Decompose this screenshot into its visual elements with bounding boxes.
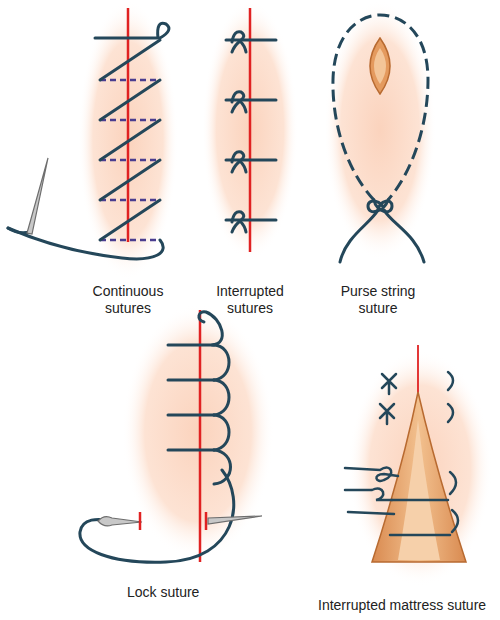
stitch — [168, 449, 214, 452]
needle — [27, 158, 48, 234]
stitch-bite — [450, 472, 456, 494]
under-stitch — [100, 199, 160, 202]
stitch — [390, 534, 450, 537]
knot — [232, 32, 246, 52]
caption-label: Interrupted sutures — [204, 283, 296, 317]
suture-thread — [100, 120, 160, 160]
wound-opening — [370, 38, 390, 94]
wound-opening — [372, 392, 466, 562]
incision-line — [199, 310, 202, 562]
under-stitch — [100, 79, 160, 82]
purse-string-suture — [324, 0, 436, 262]
caption-label: Purse string suture — [332, 283, 424, 317]
suture-thread — [100, 160, 160, 200]
suture-thread — [345, 468, 398, 481]
mattress-suture — [345, 345, 492, 586]
interrupted-suture — [202, 0, 298, 260]
purse-thread — [333, 15, 428, 200]
suture-thread — [384, 210, 424, 262]
under-stitch — [100, 80, 160, 240]
suture-thread — [340, 210, 378, 262]
lock-loop — [214, 345, 229, 380]
suture-thread — [100, 40, 160, 80]
knot — [382, 374, 396, 394]
skin-area — [348, 350, 492, 586]
under-stitch — [100, 119, 160, 122]
knot — [232, 152, 246, 172]
under-stitch — [100, 239, 160, 242]
caption-label: Interrupted mattress suture — [318, 597, 486, 614]
mattress-thread — [345, 372, 458, 535]
skin-area — [78, 0, 178, 280]
suture-thread — [80, 470, 234, 562]
skin-area — [202, 0, 298, 260]
stitch — [392, 499, 448, 502]
knot — [380, 404, 394, 424]
tissue-mark — [139, 512, 142, 530]
needle — [98, 517, 142, 526]
tissue-mark — [205, 512, 208, 530]
incision-line — [127, 8, 130, 242]
knot — [232, 92, 246, 112]
stitch — [226, 32, 276, 232]
suture-thread — [8, 23, 169, 259]
stitch-bite — [448, 372, 453, 390]
suture-thread — [100, 80, 160, 120]
incision-line — [417, 345, 419, 400]
needle — [208, 516, 262, 524]
suture-thread — [348, 512, 394, 514]
suture-thread — [100, 200, 160, 240]
suture-thread — [345, 489, 392, 500]
stitch-bite — [448, 404, 453, 422]
wound-opening — [398, 420, 440, 560]
stitch — [168, 414, 214, 417]
lock-loop — [214, 380, 229, 415]
under-stitch — [100, 159, 160, 162]
lock-thread — [80, 312, 234, 562]
stitch — [168, 379, 214, 382]
lock-loop — [214, 415, 229, 450]
wound-opening — [374, 48, 386, 84]
caption-label: Lock suture — [127, 584, 199, 601]
incision-line — [249, 8, 252, 252]
suture-thread — [199, 312, 222, 345]
caption-label: Continuous sutures — [82, 283, 174, 317]
skin-area — [324, 0, 436, 260]
suture-thread — [95, 23, 169, 38]
stitch-bite — [452, 510, 458, 532]
knot — [340, 200, 424, 262]
continuous-suture — [8, 0, 178, 280]
skin-area — [122, 304, 274, 560]
lock-suture — [80, 304, 274, 562]
knot — [232, 212, 246, 232]
stitch — [168, 344, 214, 347]
